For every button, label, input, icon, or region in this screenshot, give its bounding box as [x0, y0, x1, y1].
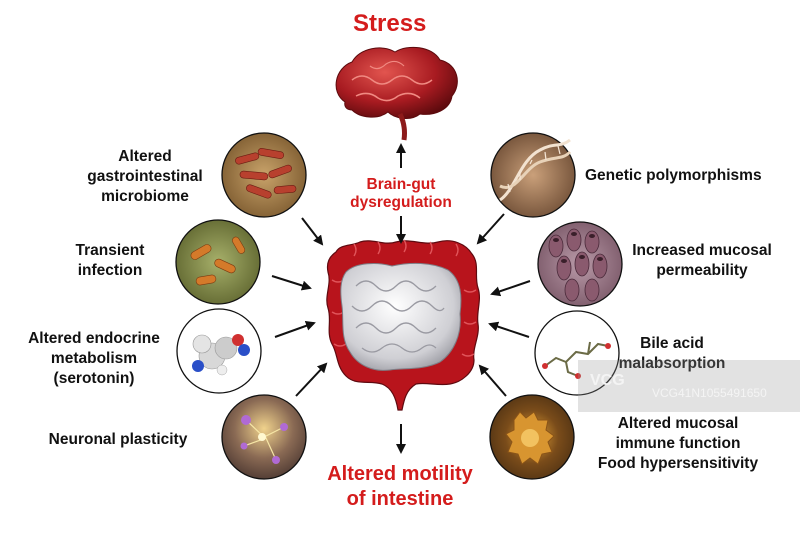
factor-permeability: Increased mucosal permeability [622, 241, 782, 281]
factor-bile-acid: Bile acid malabsorption [612, 334, 732, 374]
factor-microbiome-line-2: gastrointestinal [87, 168, 203, 185]
factor-permeability-line-1: Increased mucosal [632, 242, 772, 259]
neuron-icon [221, 394, 307, 480]
bacteria-icon [221, 132, 307, 218]
factor-endocrine: Altered endocrine metabolism (serotonin) [14, 329, 174, 389]
villi-icon [537, 221, 623, 307]
brain-icon [335, 46, 458, 141]
brain-gut-line-2: dysregulation [350, 194, 452, 211]
factor-microbiome: Altered gastrointestinal microbiome [70, 147, 220, 207]
arrow-infection [271, 275, 312, 291]
factor-infection: Transient infection [60, 241, 160, 281]
factor-immune: Altered mucosal immune function Food hyp… [578, 414, 778, 474]
watermark-logo: VCG [590, 372, 625, 389]
title: Stress [353, 10, 427, 37]
factor-permeability-line-2: permeability [656, 262, 748, 279]
immune-cell-icon [489, 394, 575, 480]
dna-icon [490, 132, 576, 218]
arrow-immune [478, 364, 507, 397]
factor-endocrine-line-2: metabolism [50, 350, 138, 367]
factor-microbiome-line-1: Altered [118, 148, 172, 165]
factor-bile-acid-line-1: Bile acid [640, 335, 704, 352]
watermark-banner [578, 360, 800, 412]
arrow-bile-acid [488, 321, 530, 338]
arrow-microbiome [301, 217, 324, 246]
factor-endocrine-line-3: (serotonin) [53, 370, 135, 387]
factor-neuronal: Neuronal plasticity [30, 430, 206, 450]
arrow-neuronal [295, 362, 328, 397]
factor-immune-line-2: immune function [615, 435, 741, 452]
virus-icon [175, 219, 261, 305]
watermark-text: VCG41N1055491650 [652, 386, 767, 400]
motility-line-1: Altered motility [327, 463, 473, 485]
arrow-genetic [476, 213, 505, 245]
factor-immune-line-1: Altered mucosal [617, 415, 739, 432]
motility-line-2: of intestine [346, 488, 454, 510]
arrows [271, 143, 531, 454]
factor-bile-acid-line-2: malabsorption [618, 355, 726, 372]
molecule-icon [176, 308, 262, 394]
factor-genetic: Genetic polymorphisms [585, 166, 785, 186]
arrow-endocrine [274, 320, 316, 338]
factor-endocrine-line-1: Altered endocrine [28, 330, 160, 347]
factor-immune-line-3: Food hypersensitivity [597, 455, 759, 472]
brain-gut-label: Brain-gut dysregulation [338, 176, 464, 212]
factor-infection-line-2: infection [77, 262, 143, 279]
factor-infection-line-1: Transient [75, 242, 145, 259]
brain-gut-line-1: Brain-gut [366, 176, 436, 193]
bile-acid-molecule-icon [534, 310, 620, 396]
factor-neuronal-line-1: Neuronal plasticity [48, 431, 188, 448]
intestine-icon [326, 239, 481, 411]
arrow-permeability [490, 280, 531, 297]
factor-genetic-line-1: Genetic polymorphisms [585, 167, 762, 184]
motility-label: Altered motility of intestine [300, 462, 500, 512]
factor-microbiome-line-3: microbiome [101, 188, 189, 205]
